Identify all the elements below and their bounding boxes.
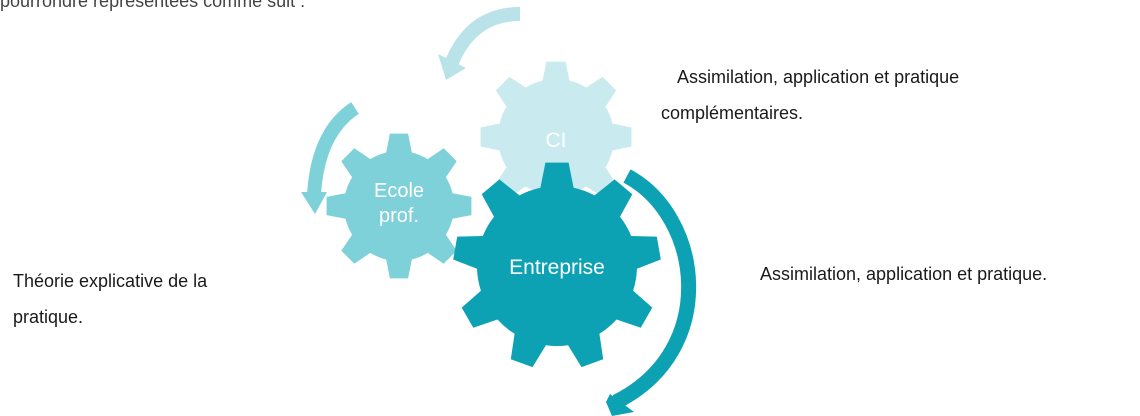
ecole-gear-label-line1: Ecole	[374, 180, 424, 202]
right-arrowhead-icon	[606, 394, 634, 416]
entreprise-gear	[453, 162, 661, 368]
ecole-caption-line1: Théorie explicative de la	[13, 271, 208, 291]
ci-caption-line1: Assimilation, application et pratique	[677, 67, 960, 87]
left-curved-arrow	[307, 102, 360, 195]
top-text-fragment: pourrondre représentées comme suit :	[0, 0, 306, 11]
top-curved-arrow	[445, 7, 521, 65]
ci-caption-line2: complémentaires.	[661, 103, 804, 123]
ecole-prof-gear	[326, 133, 472, 279]
top-arrowhead-icon	[438, 54, 466, 80]
ecole-caption-line2: pratique.	[13, 307, 84, 327]
left-arrowhead-icon	[301, 192, 327, 214]
ecole-gear-label-line2: prof.	[379, 205, 419, 227]
ci-gear	[480, 61, 632, 213]
entreprise-caption: Assimilation, application et pratique.	[760, 264, 1048, 284]
right-curved-arrow	[612, 169, 697, 409]
entreprise-gear-label: Entreprise	[509, 256, 605, 279]
ci-gear-label: CI	[546, 129, 567, 152]
